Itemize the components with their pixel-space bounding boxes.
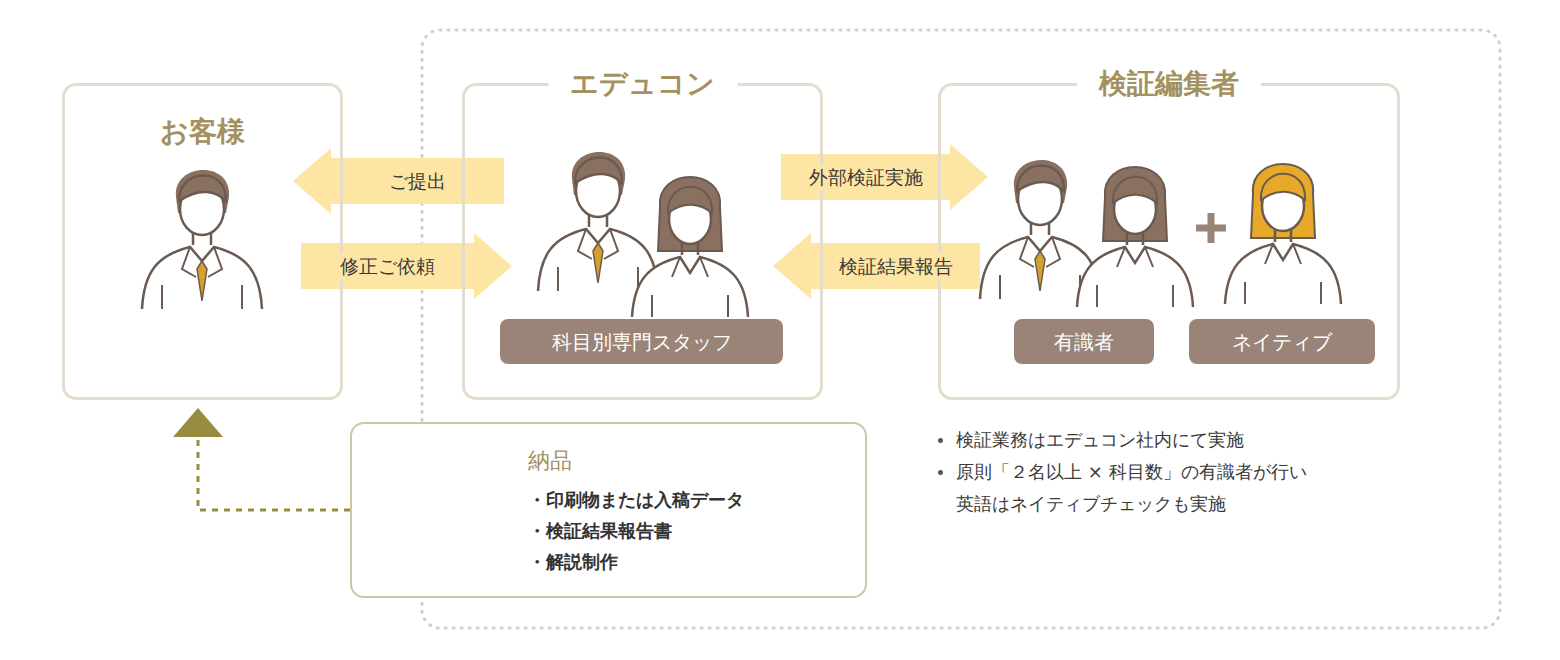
delivery-item: ・解説制作 [528, 548, 618, 576]
role-label: 有識者 [1014, 328, 1154, 356]
role-pill: ネイティブ [1189, 319, 1375, 364]
document-sheet [408, 459, 478, 560]
delivery-item: ・印刷物または入稿データ [528, 486, 744, 514]
block-arrow [773, 233, 980, 299]
role-pill: 科目別専門スタッフ [500, 319, 783, 364]
note-text: 検証業務はエデュコン社内にて実施 [956, 424, 1426, 456]
arrow-label: ご提出 [385, 168, 450, 194]
bullet-dot [938, 470, 943, 475]
note: 検証業務はエデュコン社内にて実施 [934, 424, 1426, 456]
arrow-label: 修正ご依頼 [336, 253, 439, 279]
note: 原則「２名以上 × 科目数」の有識者が行い 英語はネイティブチェックも実施 [934, 456, 1426, 520]
arrow-label: 外部検証実施 [805, 164, 927, 190]
actor-box: 科目別専門スタッフエデュコン [462, 83, 823, 400]
delivery-box: 納品・印刷物または入稿データ・検証結果報告書・解説制作 [350, 422, 867, 598]
delivery-heading: 納品 [528, 446, 572, 476]
customer-figure [142, 170, 262, 309]
staff-figure [538, 152, 658, 291]
bullet-dot [938, 438, 943, 443]
staff-figure [632, 177, 748, 317]
delivery-connector [198, 440, 350, 510]
block-arrow [293, 148, 504, 214]
actor-box: 有識者ネイティブ検証編集者 [938, 83, 1400, 400]
block-arrow [301, 233, 512, 299]
arrow-label: 検証結果報告 [835, 253, 957, 279]
company-region-outline [422, 30, 1500, 628]
actor-box: お客様 [62, 83, 343, 400]
expert-figure [1077, 167, 1193, 307]
role-pill: 有識者 [1014, 319, 1154, 364]
document-mark [394, 493, 405, 502]
native-figure [1225, 164, 1341, 304]
document-mark [434, 477, 461, 489]
role-label: ネイティブ [1189, 328, 1375, 356]
role-label: 科目別専門スタッフ [500, 328, 783, 356]
delivery-item: ・検証結果報告書 [528, 517, 672, 545]
box-title: お客様 [160, 112, 245, 152]
block-arrow [781, 144, 988, 210]
plus-symbol [1196, 213, 1226, 243]
document-icon [383, 459, 478, 564]
note-text: 原則「２名以上 × 科目数」の有識者が行い 英語はネイティブチェックも実施 [956, 456, 1426, 520]
document-lines [421, 503, 464, 545]
box-title: 検証編集者 [1077, 64, 1261, 104]
arrowhead [173, 408, 223, 437]
box-title: エデュコン [548, 64, 737, 104]
